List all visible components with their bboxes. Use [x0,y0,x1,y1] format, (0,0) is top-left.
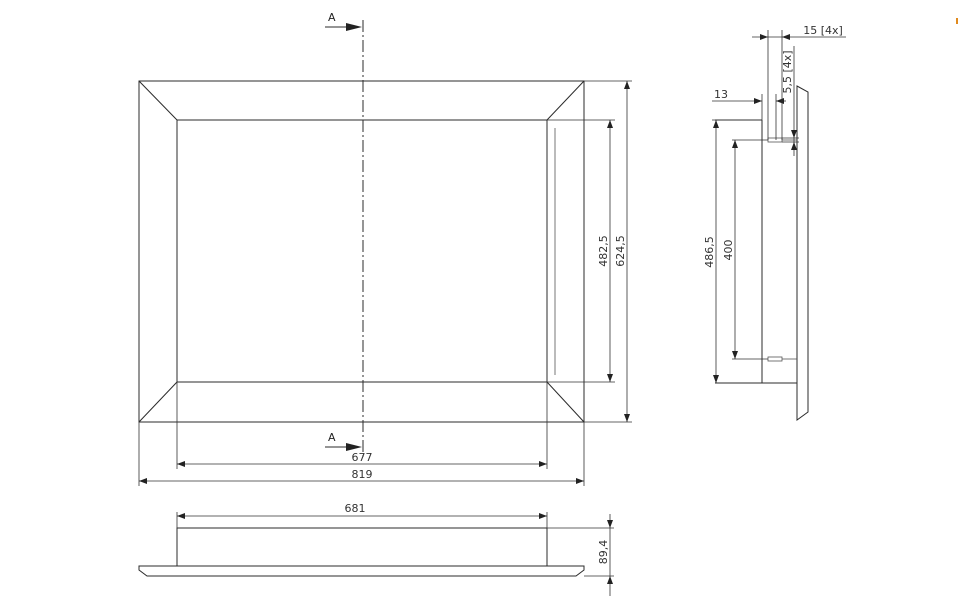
section-arrow-bottom-head [346,443,362,451]
dim-arrow [177,461,185,467]
bottom-flange [138,565,585,577]
front-view: A A 482,5 624,5 677 819 [138,11,632,486]
dim-arrow [776,98,784,104]
bevel-bottom-right [546,381,585,423]
inner-opening [176,119,548,383]
section-mark-top: A [328,11,336,24]
dim-text-side-inner: 400 [722,240,735,261]
dim-text-inner-width: 677 [352,451,373,464]
corner-accent-mark [956,18,958,24]
dim-text-outer-width: 819 [352,468,373,481]
dim-text-offset: 13 [714,88,728,101]
dim-arrow [791,130,797,138]
side-view: 486,5 400 13 15 [4x] 5,5 [4x] [703,24,846,421]
dim-arrow [607,576,613,584]
dim-text-top: 15 [4x] [803,24,843,37]
dim-arrow [539,513,547,519]
screw-top [767,137,783,143]
dim-arrow [713,120,719,128]
bottom-view: 681 89,4 [138,502,614,596]
dim-arrow [732,140,738,148]
dim-text-side-outer: 486,5 [703,236,716,268]
dim-arrow [754,98,762,104]
bevel-top-right [546,80,585,121]
dim-text-depth: 89,4 [597,540,610,565]
dim-arrow [782,34,790,40]
section-arrow-top-head [346,23,362,31]
dim-text-bottom-width: 681 [345,502,366,515]
dim-arrow [791,142,797,150]
section-mark-bottom: A [328,431,336,444]
dim-arrow [713,375,719,383]
dim-arrow [732,351,738,359]
dim-arrow [576,478,584,484]
dim-arrow [177,513,185,519]
bevel-bottom-left [138,381,178,423]
dim-text-outer-height: 624,5 [614,235,627,267]
dim-arrow [624,81,630,89]
screw-bottom [767,356,783,362]
dim-text-inner-height: 482,5 [597,235,610,267]
dim-arrow [607,120,613,128]
dim-arrow [624,414,630,422]
dim-arrow [607,374,613,382]
bevel-top-left [138,80,178,121]
frame-profile [796,85,809,421]
dim-text-hole: 5,5 [4x] [781,50,794,93]
dim-arrow [760,34,768,40]
dim-arrow [539,461,547,467]
dim-arrow [139,478,147,484]
bottom-box [176,527,548,567]
dim-arrow [607,520,613,528]
outer-frame [138,80,585,423]
